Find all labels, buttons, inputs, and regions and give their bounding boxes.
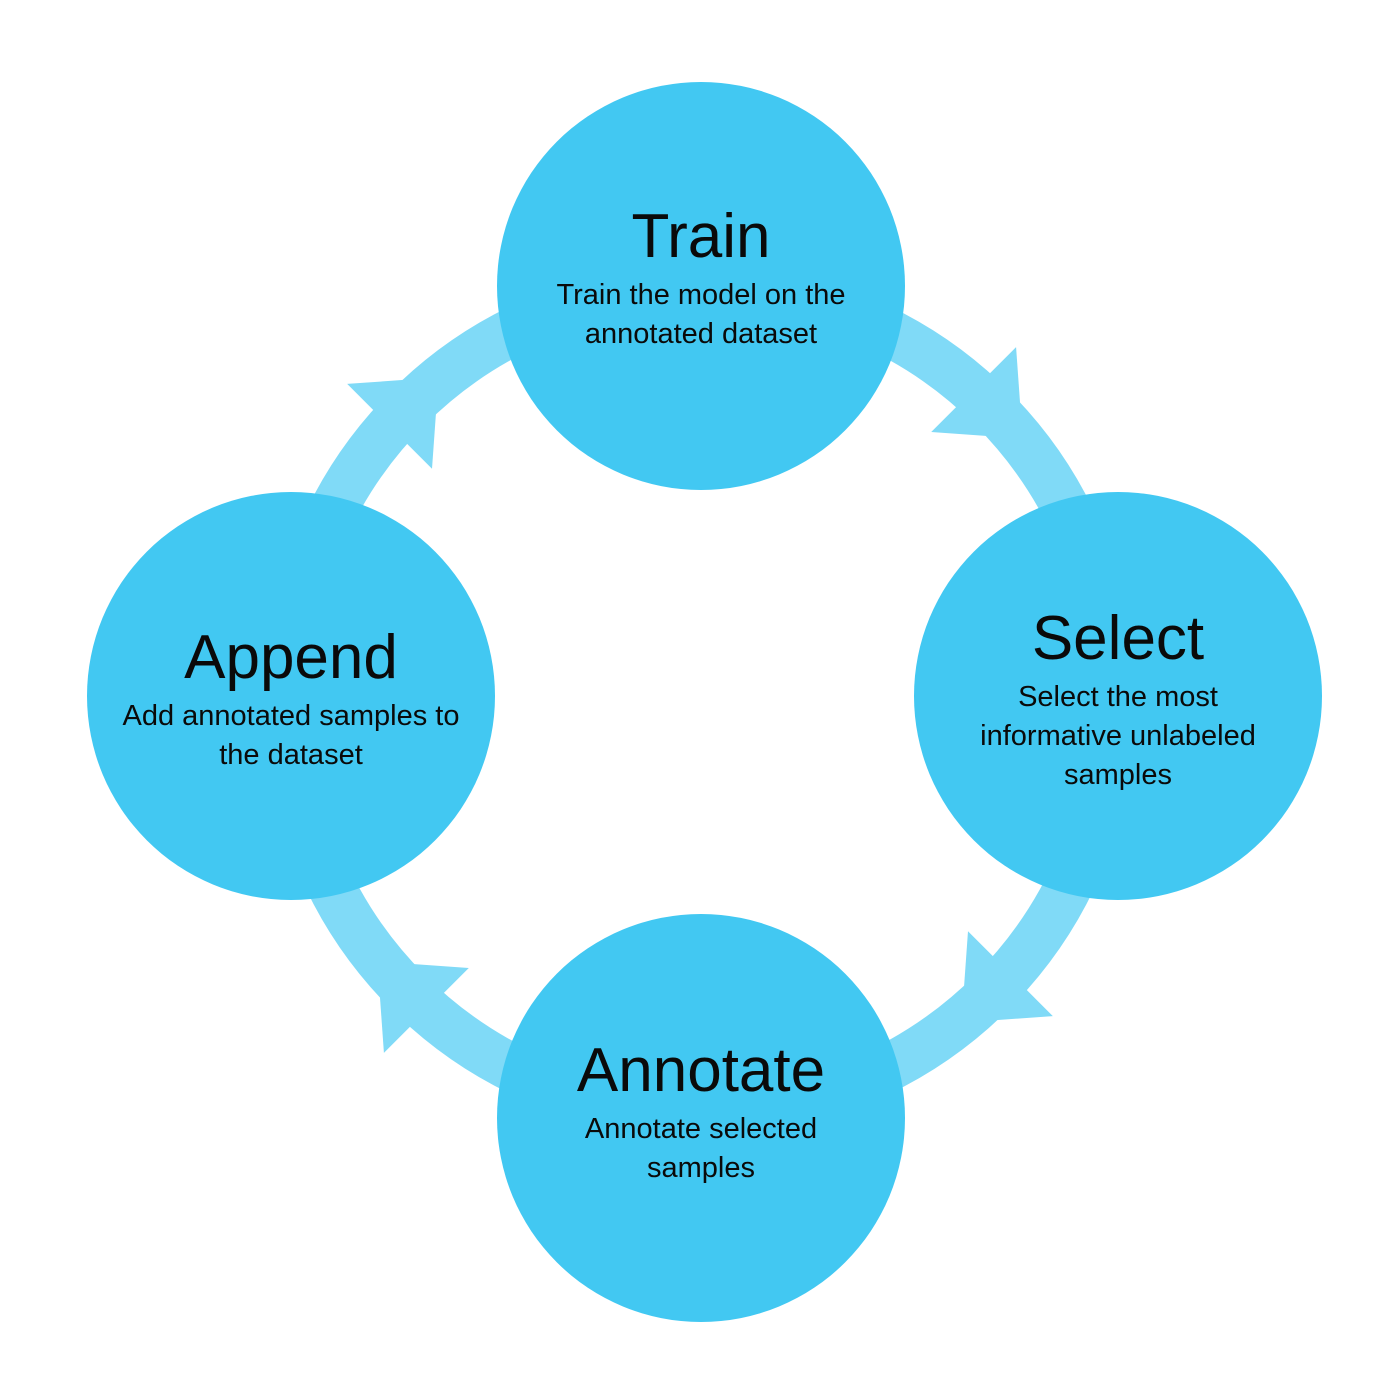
annotate-description: Annotate selected samples xyxy=(584,1113,818,1184)
train-to-select-arrow xyxy=(931,347,1023,439)
append-description: Add annotated samples to the dataset xyxy=(122,700,460,771)
append-to-train-arrow xyxy=(347,377,439,469)
train-description: Train the model on the annotated dataset xyxy=(556,279,846,350)
select-description: Select the most informative unlabeled sa… xyxy=(980,680,1256,791)
append-title: Append xyxy=(184,623,398,692)
append-node: Append Add annotated samples to the data… xyxy=(87,492,495,900)
train-node: Train Train the model on the annotated d… xyxy=(497,82,905,490)
train-title: Train xyxy=(631,202,771,271)
select-node: Select Select the most informative unlab… xyxy=(914,492,1322,900)
select-title: Select xyxy=(1031,603,1205,673)
annotate-node: Annotate Annotate selected samples xyxy=(497,914,905,1322)
annotate-to-append-arrow xyxy=(377,961,469,1053)
select-to-annotate-arrow xyxy=(961,931,1053,1023)
annotate-title: Annotate xyxy=(576,1036,826,1105)
